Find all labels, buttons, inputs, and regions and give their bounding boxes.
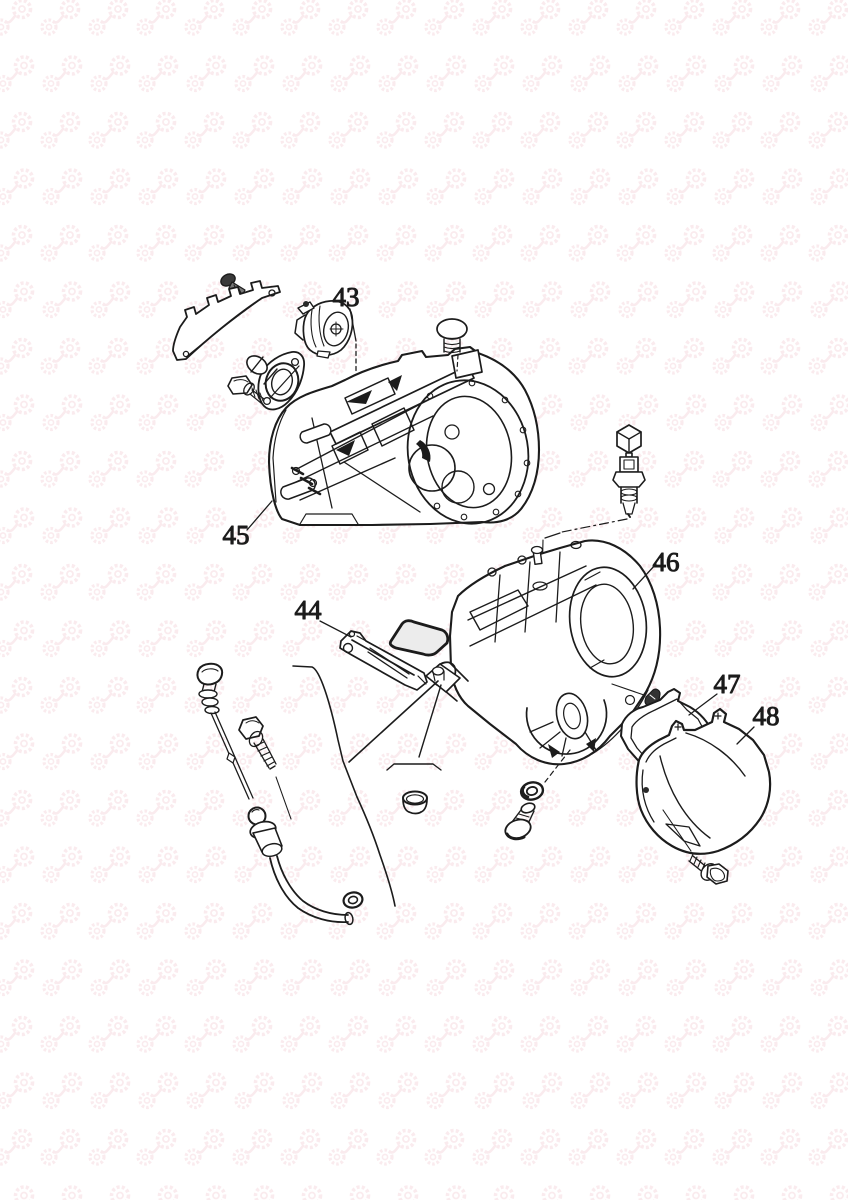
rubber-pad: [388, 619, 450, 657]
callout-44: 44: [295, 595, 323, 625]
selector-bracket-44: [339, 630, 428, 691]
grommet-ring: [342, 891, 364, 909]
cover-bolt: [688, 853, 729, 885]
clutch-housing-45: [267, 345, 541, 527]
switch-cube-cap: [616, 424, 642, 454]
cup-plug: [402, 790, 428, 815]
flange-bolt: [227, 375, 265, 404]
drain-washer: [519, 781, 545, 801]
bearing-retainer-flange: [246, 351, 305, 411]
drain-plug: [504, 749, 571, 841]
callout-43: 43: [333, 282, 360, 312]
end-cover-48: [635, 707, 772, 855]
callout-46: 46: [653, 547, 680, 577]
reverse-switch: [612, 452, 646, 518]
part-43-canister: [294, 300, 354, 359]
gearbox-housing-46: [425, 539, 662, 766]
filler-plug: [436, 318, 468, 372]
baffle-plate: [172, 280, 281, 361]
dipstick-assembly: [196, 662, 354, 926]
dipstick-bolt: [238, 716, 277, 770]
leader-lines: [246, 308, 755, 907]
callout-47: 47: [714, 669, 741, 699]
callout-48: 48: [753, 701, 780, 731]
callout-45: 45: [223, 520, 250, 550]
